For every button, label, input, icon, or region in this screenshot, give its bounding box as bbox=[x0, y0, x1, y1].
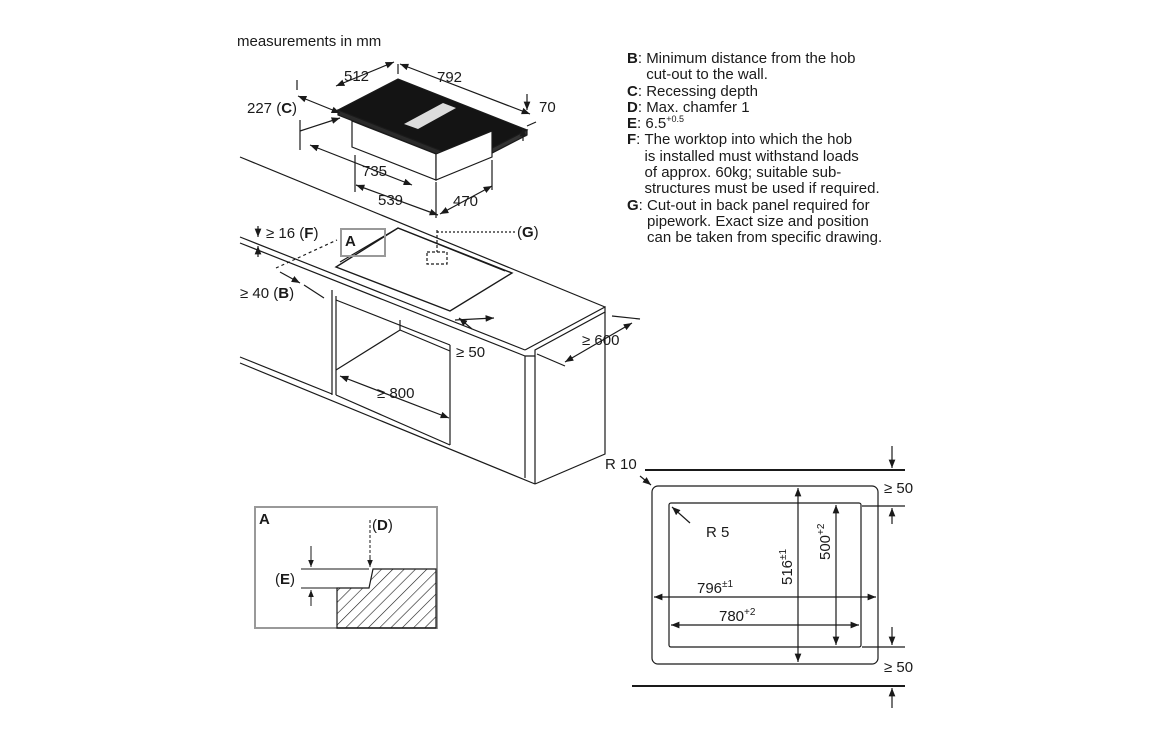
worktop-cutout bbox=[334, 227, 514, 312]
step-label: (E) bbox=[275, 571, 295, 588]
worktop-drawing bbox=[239, 156, 641, 485]
outer-width-label: 796±1 bbox=[697, 579, 734, 597]
note-key: D bbox=[627, 98, 638, 116]
wall-distance-label: ≥ 40 (B) bbox=[240, 285, 294, 302]
measurements-label: measurements in mm bbox=[237, 33, 381, 50]
note-item: D: Max. chamfer 1 bbox=[627, 98, 750, 116]
outer-radius-label: R 10 bbox=[605, 456, 637, 473]
detail-a-title: A bbox=[259, 511, 270, 528]
note-key: G bbox=[627, 196, 639, 214]
detail-a-marker-label: A bbox=[345, 233, 356, 250]
hob-base-side bbox=[435, 130, 493, 181]
clearance-bottom-label: ≥ 50 bbox=[884, 659, 913, 676]
note-key: E bbox=[627, 115, 638, 133]
note-item: E: 6.5+0.5 bbox=[627, 114, 684, 133]
inner-radius-label: R 5 bbox=[706, 524, 729, 541]
note-key: B bbox=[627, 50, 638, 67]
base-depth-label: 470 bbox=[453, 193, 478, 210]
base-width-label: 735 bbox=[362, 163, 387, 180]
note-key: C bbox=[627, 82, 638, 100]
hob-depth-label: 512 bbox=[344, 68, 369, 85]
worktop-thickness-label: ≥ 16 (F) bbox=[266, 225, 318, 242]
note-text: Recessing depth bbox=[646, 82, 758, 100]
hob-drawing bbox=[296, 61, 537, 218]
note-item: C: Recessing depth bbox=[627, 82, 758, 100]
backpanel-label: (G) bbox=[517, 224, 539, 241]
hob-width-label: 792 bbox=[437, 69, 462, 86]
cutout-inner bbox=[668, 502, 862, 648]
worktop-depth-label: ≥ 600 bbox=[582, 332, 619, 349]
detail-a-panel bbox=[254, 506, 438, 629]
note-text: Max. chamfer 1 bbox=[646, 98, 750, 116]
note-text: 6.5+0.5 bbox=[645, 114, 684, 133]
hob-height-label: 70 bbox=[539, 99, 556, 116]
note-key: F bbox=[627, 131, 637, 149]
cabinet-width-label: ≥ 800 bbox=[377, 385, 414, 402]
recess-label: 227 (C) bbox=[247, 100, 297, 117]
inner-depth-label: 500+2 bbox=[816, 523, 834, 560]
detail-a-marker bbox=[340, 228, 386, 257]
front-gap-label: ≥ 50 bbox=[456, 344, 485, 361]
base-side-label: 539 bbox=[378, 192, 403, 209]
outer-depth-label: 516±1 bbox=[778, 548, 796, 585]
cutout-plan bbox=[632, 446, 905, 708]
clearance-top-label: ≥ 50 bbox=[884, 480, 913, 497]
chamfer-label: (D) bbox=[372, 517, 393, 534]
inner-width-label: 780+2 bbox=[719, 607, 756, 625]
